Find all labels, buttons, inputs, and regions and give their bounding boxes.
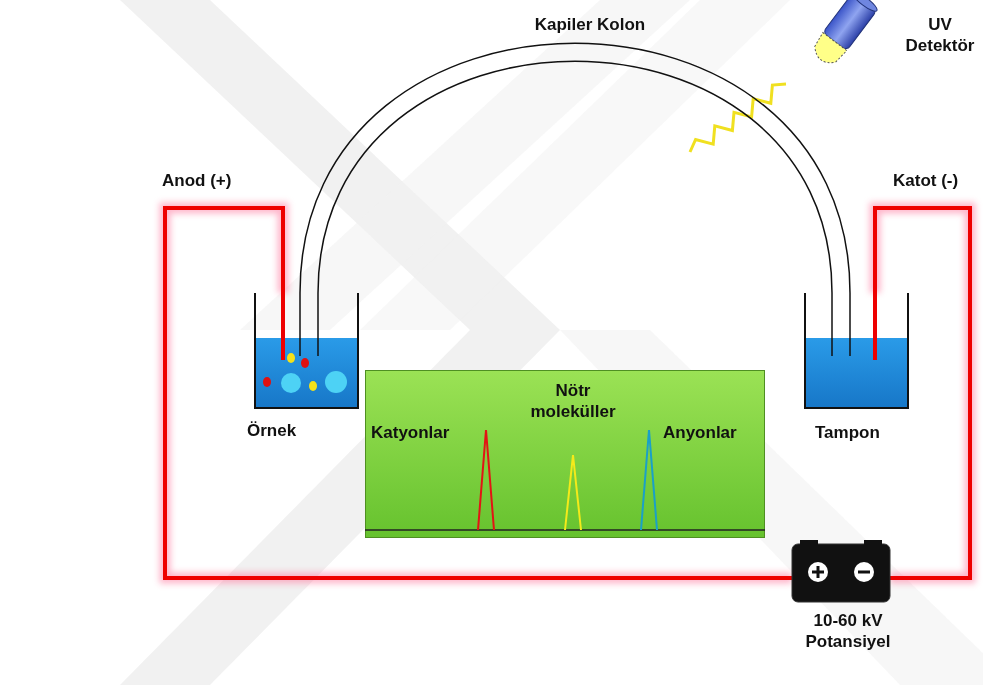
cathode-label: Katot (-)	[893, 170, 981, 191]
power-supply: 10-60 kV Potansiyel	[788, 540, 908, 660]
uv-beam	[690, 84, 786, 152]
connector	[165, 208, 792, 578]
anion-label: Anyonlar	[663, 422, 759, 443]
electropherogram-box: Katyonlar Nötr moleküllerAnyonlar	[365, 370, 765, 538]
watermark	[120, 0, 983, 685]
voltage-label: 10-60 kV Potansiyel	[788, 610, 908, 653]
neutral-label: Nötr moleküller	[515, 380, 631, 423]
sample-label: Örnek	[247, 420, 357, 441]
buffer-label: Tampon	[815, 422, 915, 443]
cation-label: Katyonlar	[371, 422, 471, 443]
beaker: Tampon	[795, 288, 920, 458]
anode-label: Anod (+)	[162, 170, 262, 191]
detector-label: UV Detektör	[900, 14, 980, 57]
uv-detector	[809, 0, 879, 69]
beaker: Örnek	[245, 288, 370, 458]
edge-label: Kapiler Kolon	[535, 14, 646, 35]
connector	[300, 43, 850, 293]
capillary-tube	[300, 43, 850, 293]
